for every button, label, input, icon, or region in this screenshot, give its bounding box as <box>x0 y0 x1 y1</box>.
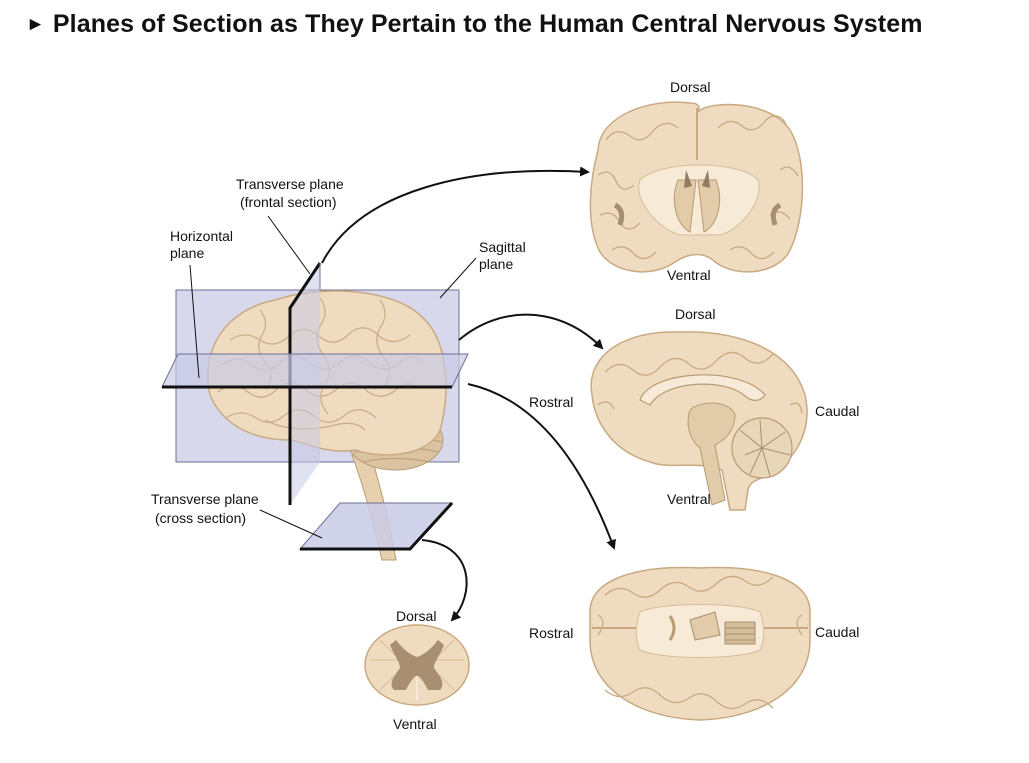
label-transverse-frontal-line2: (frontal section) <box>240 194 337 210</box>
brain-with-planes <box>161 262 469 561</box>
cord-ventral-label: Ventral <box>393 716 437 732</box>
cross-section-plane-edge <box>300 501 454 551</box>
arrow-to-cord <box>421 539 468 622</box>
label-transverse-frontal-line1: Transverse plane <box>236 176 344 192</box>
sagittal-dorsal-label: Dorsal <box>675 306 716 322</box>
gray-matter-butterfly <box>390 640 444 690</box>
frontal-plane-edge <box>288 262 322 505</box>
page-title-text: Planes of Section as They Pertain to the… <box>52 10 923 38</box>
spinal-cord-section <box>364 624 470 706</box>
label-sagittal-line2: plane <box>479 256 514 272</box>
label-horizontal-line1: Horizontal <box>170 228 234 244</box>
triangle-bullet-icon: ► <box>26 14 45 35</box>
page-title: ► Planes of Section as They Pertain to th… <box>26 10 923 39</box>
label-horizontal-line2: plane <box>170 245 205 261</box>
arrow-to-coronal <box>321 166 590 264</box>
horizontal-caudal-label: Caudal <box>815 624 860 640</box>
sagittal-caudal-label: Caudal <box>815 403 860 419</box>
coronal-ventral-label: Ventral <box>667 267 711 283</box>
cord-dorsal-label: Dorsal <box>396 608 437 624</box>
label-transverse-cross-line2: (cross section) <box>155 510 247 526</box>
arrow-to-horizontal <box>467 383 616 550</box>
sagittal-ventral-label: Ventral <box>667 491 711 507</box>
label-leaders <box>189 215 477 539</box>
arrow-to-sagittal <box>458 313 604 350</box>
horizontal-plane <box>161 353 469 388</box>
sagittal-rostral-label: Rostral <box>529 394 574 410</box>
label-sagittal-line1: Sagittal <box>479 239 526 255</box>
coronal-section <box>589 101 804 273</box>
coronal-dorsal-label: Dorsal <box>670 79 711 95</box>
horizontal-section <box>589 566 811 721</box>
midsagittal-section <box>590 331 808 511</box>
section-arrows <box>321 166 616 622</box>
horizontal-rostral-label: Rostral <box>529 625 574 641</box>
label-transverse-cross-line1: Transverse plane <box>151 491 259 507</box>
